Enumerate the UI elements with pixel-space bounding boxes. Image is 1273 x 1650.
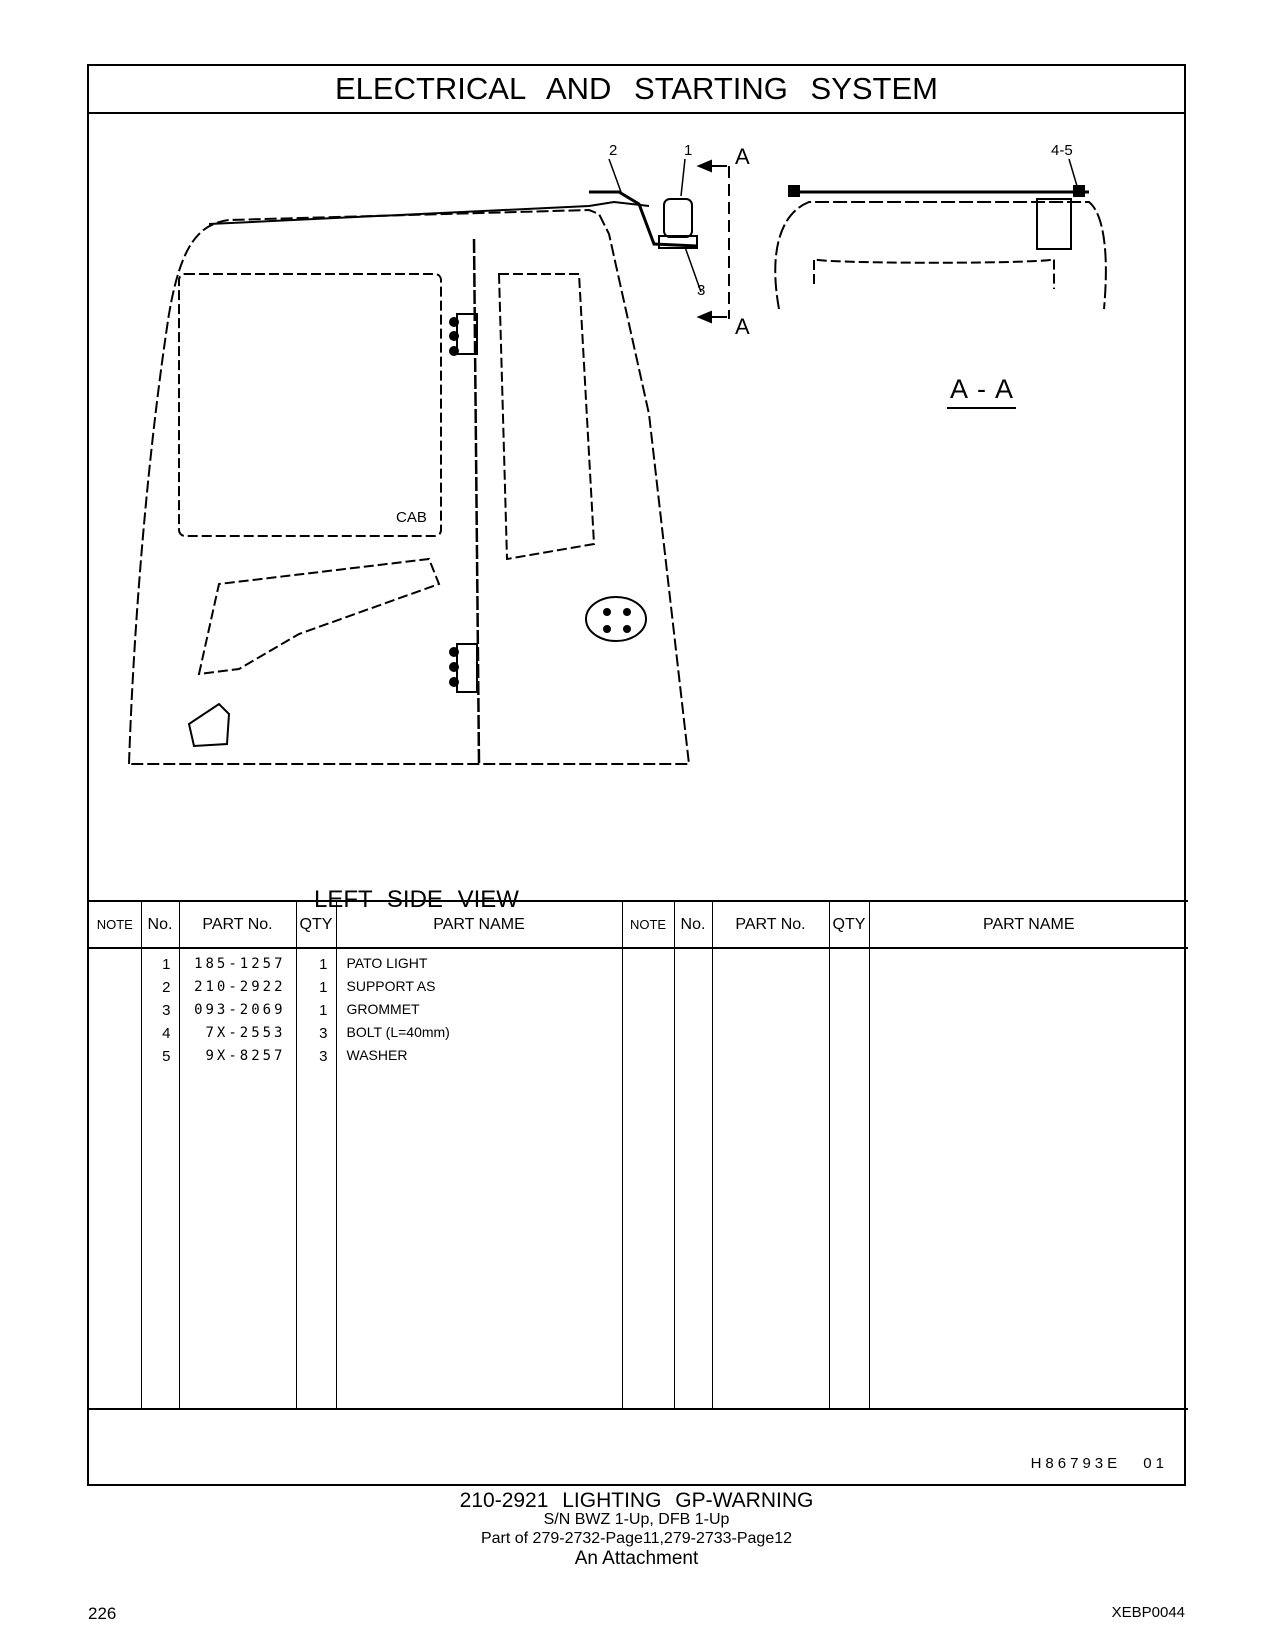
cab-outline <box>127 208 691 765</box>
parts-table: NOTE No. PART No. QTY PART NAME NOTE No.… <box>89 900 1188 1410</box>
part-number: 093-2069 <box>194 1002 286 1018</box>
page-number: 226 <box>88 1604 117 1623</box>
part-name: WASHER <box>346 1047 408 1063</box>
callout-4-5: 4-5 <box>1051 142 1073 159</box>
col-header-part-name: PART NAME <box>335 900 622 949</box>
page-title: ELECTRICAL AND STARTING SYSTEM <box>89 66 1184 114</box>
serial-range: S/N BWZ 1-Up, DFB 1-Up <box>543 1511 730 1528</box>
quantity-column: 1 1 1 3 3 <box>295 948 336 1410</box>
door-handle-plate <box>585 596 647 642</box>
col-header-no: No. <box>140 900 179 949</box>
item-number: 3 <box>162 1002 171 1019</box>
table-body-row: 1 2 3 4 5 185-1257 210-2922 093-2069 7X-… <box>89 948 1188 1410</box>
col-header-part-no-2: PART No. <box>711 900 829 949</box>
table-header-row: NOTE No. PART No. QTY PART NAME NOTE No.… <box>89 900 1188 949</box>
quantity: 3 <box>319 1025 328 1042</box>
section-aa-outline <box>774 201 1107 310</box>
part-number: 7X-2553 <box>205 1025 286 1041</box>
cab-label: CAB <box>396 509 427 526</box>
cab-illustration <box>127 158 1107 765</box>
part-number-column-2 <box>711 948 829 1410</box>
item-number: 1 <box>162 956 171 973</box>
col-header-note-2: NOTE <box>621 900 674 949</box>
part-name-column: PATO LIGHT SUPPORT AS GROMMET BOLT (L=40… <box>335 948 622 1410</box>
item-number: 4 <box>162 1025 171 1042</box>
item-number: 5 <box>162 1048 171 1065</box>
parts-page-frame: ELECTRICAL AND STARTING SYSTEM <box>87 64 1188 1486</box>
part-name: GROMMET <box>346 1001 420 1017</box>
quantity: 1 <box>319 1002 328 1019</box>
section-marker-top: A <box>735 144 750 169</box>
pato-light-body <box>663 198 693 238</box>
part-name: PATO LIGHT <box>346 955 428 971</box>
vent <box>187 702 231 748</box>
quantity: 1 <box>319 956 328 973</box>
part-name: SUPPORT AS <box>346 978 436 994</box>
col-header-qty: QTY <box>295 900 336 949</box>
parts-drawing: 2 1 A 3 A 4-5 A - A CAB LEFT SIDE VIEW <box>89 114 1184 913</box>
cab-roof <box>208 200 650 225</box>
lower-hinge <box>456 643 478 693</box>
part-number-column: 185-1257 210-2922 093-2069 7X-2553 9X-82… <box>178 948 296 1410</box>
front-window <box>178 273 442 537</box>
callout-1: 1 <box>684 142 693 159</box>
support-bracket <box>589 190 698 248</box>
note-cell <box>89 948 141 1410</box>
door-divider <box>472 238 481 765</box>
callout-2: 2 <box>609 142 618 159</box>
note-cell-2 <box>621 948 674 1410</box>
item-number-column: 1 2 3 4 5 <box>140 948 179 1410</box>
drawing-code: H86793E 01 <box>1030 1455 1168 1472</box>
col-header-no-2: No. <box>673 900 712 949</box>
section-light-body <box>1036 198 1072 250</box>
part-number: 210-2922 <box>194 979 286 995</box>
door-window <box>497 273 596 561</box>
quantity-column-2 <box>828 948 869 1410</box>
attachment-note: An Attachment <box>574 1548 699 1569</box>
quantity: 1 <box>319 979 328 996</box>
section-aa-title: A - A <box>947 374 1017 409</box>
col-header-part-name-2: PART NAME <box>868 900 1188 949</box>
section-marker-bottom: A <box>735 314 750 339</box>
callout-3: 3 <box>697 282 706 299</box>
col-header-qty-2: QTY <box>828 900 869 949</box>
part-name: BOLT (L=40mm) <box>346 1024 450 1040</box>
part-name-column-2 <box>868 948 1188 1410</box>
quantity: 3 <box>319 1048 328 1065</box>
part-number: 9X-8257 <box>205 1048 286 1064</box>
item-number-column-2 <box>673 948 712 1410</box>
part-number: 185-1257 <box>194 956 286 972</box>
document-code: XEBP0044 <box>1111 1604 1185 1621</box>
item-number: 2 <box>162 979 171 996</box>
col-header-part-no: PART No. <box>178 900 296 949</box>
lower-window <box>197 557 441 676</box>
col-header-note: NOTE <box>89 900 141 949</box>
group-title: 210-2921 LIGHTING GP-WARNING <box>459 1489 814 1512</box>
part-of-reference: Part of 279-2732-Page11,279-2733-Page12 <box>480 1530 793 1547</box>
